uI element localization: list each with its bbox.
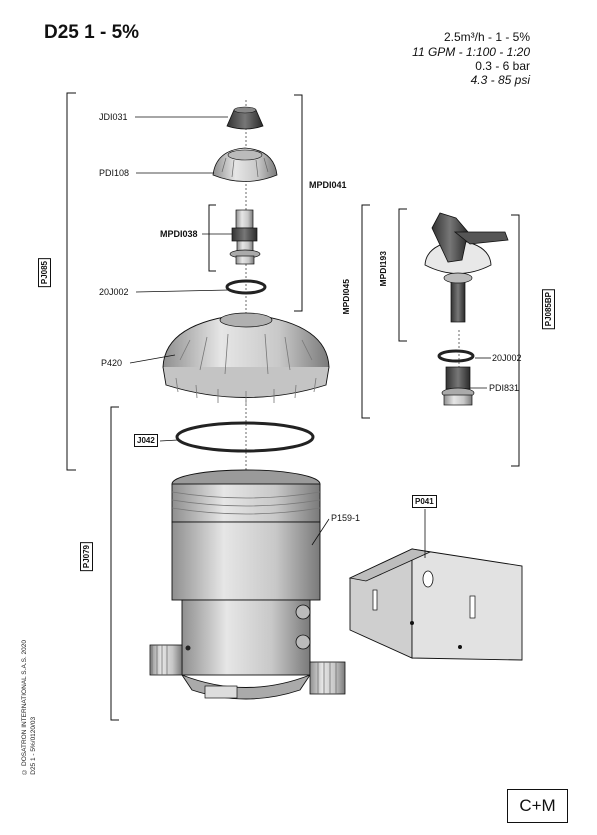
label-jdi031: JDI031 [99, 112, 128, 122]
spec-pressure-bar: 0.3 - 6 bar [475, 59, 530, 73]
label-mpdi193: MPDI193 [378, 251, 388, 287]
copyright-line-2: D25 1 - 5%/0120/03 [30, 716, 37, 775]
label-mpdi045: MPDI045 [341, 279, 351, 315]
label-p041: P041 [412, 495, 437, 508]
oring-j042-part [175, 421, 315, 453]
label-mpdi041: MPDI041 [309, 180, 347, 190]
spec-ratio: 11 GPM - 1:100 - 1:20 [412, 45, 530, 59]
bowl-p159-part [149, 469, 346, 700]
label-pj085: PJ085 [38, 258, 51, 288]
cover-p420-part [162, 312, 330, 405]
spec-pressure-psi: 4.3 - 85 psi [470, 73, 530, 87]
cap-jdi031-part [226, 106, 264, 130]
label-p159-1: P159-1 [331, 513, 361, 523]
wall-bracket-p041-part [348, 548, 523, 661]
label-p420: P420 [101, 358, 123, 368]
copyright-text: © DOSATRON INTERNATIONAL S.A.S. 2020 D25… [20, 640, 38, 775]
bracket-mpdi193 [398, 208, 407, 342]
dome-pdi108-part [212, 147, 278, 182]
bracket-mpdi041 [294, 94, 303, 312]
page-title: D25 1 - 5% [44, 22, 140, 43]
oring-20j002-right-part [437, 349, 475, 363]
bracket-mpdi045 [361, 204, 370, 419]
label-pj085bp: PJ085BP [542, 289, 555, 330]
label-pdi108: PDI108 [99, 168, 130, 178]
label-mpdi038: MPDI038 [160, 229, 198, 239]
label-j042: J042 [134, 434, 158, 447]
bracket-pj085bp [511, 214, 520, 467]
bracket-pj079 [110, 406, 119, 721]
label-pj079: PJ079 [80, 542, 93, 572]
label-pdi831: PDI831 [489, 383, 520, 393]
label-20j002-left: 20J002 [99, 287, 129, 297]
valve-pdi831-part [441, 366, 475, 406]
valve-mpdi193-part [424, 212, 509, 323]
leader-lines [129, 116, 491, 558]
label-20j002-right: 20J002 [492, 353, 522, 363]
oring-20j002-left-part [225, 279, 267, 295]
copyright-line-1: © DOSATRON INTERNATIONAL S.A.S. 2020 [21, 640, 28, 775]
bracket-pj085 [66, 92, 76, 471]
spec-flow: 2.5m³/h - 1 - 5% [443, 30, 530, 44]
valve-mpdi038-part [229, 209, 261, 265]
cm-badge: C+M [507, 789, 568, 823]
bracket-mpdi038 [208, 204, 216, 272]
